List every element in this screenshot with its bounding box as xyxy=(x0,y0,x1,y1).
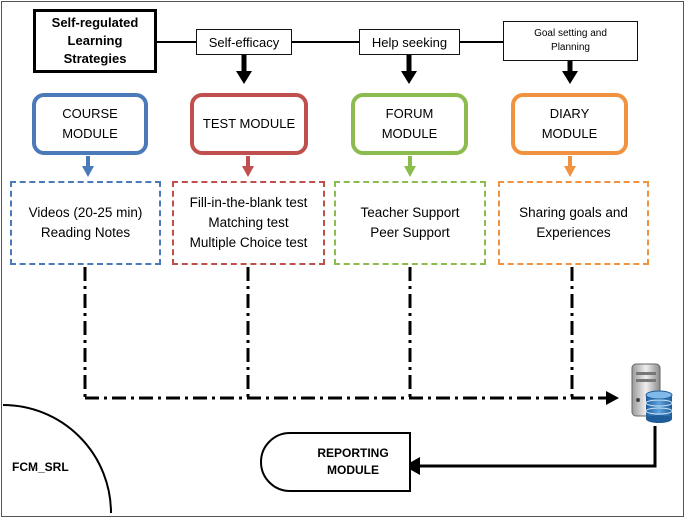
arrow-left-icon xyxy=(404,457,420,475)
corner-arc xyxy=(2,404,112,514)
srl-line: Strategies xyxy=(63,51,127,66)
module-label: MODULE xyxy=(381,126,438,141)
course-module: COURSE MODULE xyxy=(32,93,148,155)
arrow-down-icon xyxy=(562,61,578,84)
arrow-right-icon xyxy=(606,391,619,405)
strategy-self-efficacy: Self-efficacy xyxy=(196,29,292,55)
server-database-icon xyxy=(631,363,673,423)
detail-item: Peer Support xyxy=(370,225,450,240)
detail-item: Teacher Support xyxy=(360,205,460,220)
module-label: FORUM xyxy=(385,106,434,121)
test-details: Fill-in-the-blank test Matching test Mul… xyxy=(172,181,325,265)
srl-strategies-box: Self-regulated Learning Strategies xyxy=(33,9,157,73)
arrow-down-icon xyxy=(242,156,254,177)
forum-module: FORUM MODULE xyxy=(351,93,468,155)
module-to-detail-arrows xyxy=(82,156,576,177)
arrow-down-icon xyxy=(82,156,94,177)
course-details: Videos (20-25 min) Reading Notes xyxy=(10,181,161,265)
fcm-srl-label: FCM_SRL xyxy=(12,460,69,474)
arrow-down-icon xyxy=(564,156,576,177)
module-label: COURSE xyxy=(62,106,118,121)
detail-item: Multiple Choice test xyxy=(189,235,308,250)
arrow-down-icon xyxy=(404,156,416,177)
reporting-label: REPORTING xyxy=(317,446,389,460)
reporting-module-shape xyxy=(260,432,411,492)
detail-item: Experiences xyxy=(536,225,611,240)
strategy-goal-setting: Goal setting and Planning xyxy=(503,21,638,61)
srl-line: Self-regulated xyxy=(51,15,139,30)
strategy-to-module-arrows xyxy=(236,55,578,84)
reporting-module: REPORTING MODULE xyxy=(288,433,418,491)
strategy-label: Goal setting and xyxy=(534,28,607,39)
module-label: MODULE xyxy=(541,126,598,141)
diary-module: DIARY MODULE xyxy=(511,93,628,155)
detail-item: Reading Notes xyxy=(40,225,131,240)
test-module: TEST MODULE xyxy=(190,93,308,155)
srl-line: Learning xyxy=(67,33,123,48)
reporting-label: MODULE xyxy=(327,463,379,477)
forum-details: Teacher Support Peer Support xyxy=(334,181,486,265)
detail-item: Sharing goals and xyxy=(519,205,628,220)
detail-item: Videos (20-25 min) xyxy=(28,205,143,220)
module-label: MODULE xyxy=(62,126,118,141)
data-flow-lines xyxy=(83,267,608,400)
module-label: DIARY xyxy=(549,106,590,121)
strategy-label: Help seeking xyxy=(371,34,448,50)
module-label: TEST MODULE xyxy=(202,116,296,131)
detail-item: Matching test xyxy=(208,215,289,230)
strategy-label: Self-efficacy xyxy=(208,34,280,50)
arrow-down-icon xyxy=(401,55,417,84)
diary-details: Sharing goals and Experiences xyxy=(498,181,649,265)
strategy-help-seeking: Help seeking xyxy=(359,29,460,55)
detail-item: Fill-in-the-blank test xyxy=(189,195,308,210)
arrow-down-icon xyxy=(236,55,252,84)
return-connector-line xyxy=(418,426,657,468)
strategy-label: Planning xyxy=(551,42,590,53)
